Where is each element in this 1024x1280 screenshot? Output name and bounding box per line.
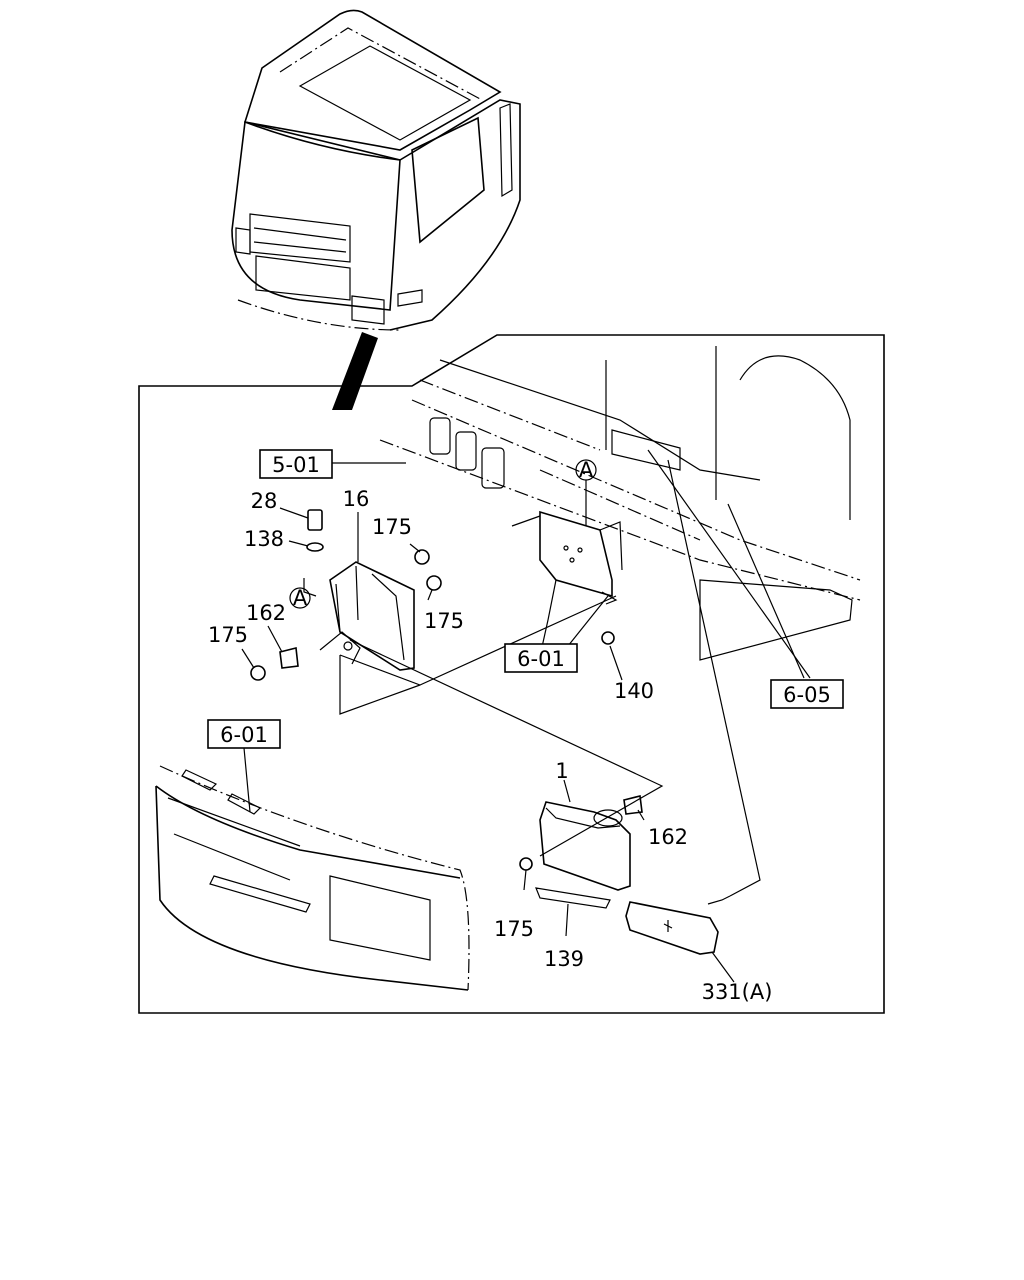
label-16: 16 (343, 487, 370, 511)
leader-lines (241, 449, 811, 983)
fog-lamp (535, 801, 631, 909)
label-28: 28 (251, 489, 278, 513)
label-162-right: 162 (648, 825, 688, 849)
side-marker-lamp (625, 895, 731, 955)
label-175-bottom: 175 (494, 917, 534, 941)
bumper (155, 765, 470, 991)
svg-text:A: A (579, 458, 594, 482)
truck-cab-illustration (231, 9, 521, 410)
svg-text:6-01: 6-01 (517, 647, 565, 671)
label-1: 1 (555, 759, 568, 783)
svg-text:A: A (293, 586, 308, 610)
label-331: 331(A) (702, 980, 773, 1004)
detail-frame (138, 334, 885, 1014)
label-139: 139 (544, 947, 584, 971)
marker-a-mount: A (575, 458, 597, 526)
label-175-left: 175 (208, 623, 248, 647)
bracket-assembly (303, 561, 415, 671)
ref-box-6-05: 6-05 (770, 679, 844, 709)
ref-box-5-01: 5-01 (259, 449, 333, 479)
ref-box-6-01-upper: 6-01 (504, 643, 578, 673)
ref-box-6-01-lower: 6-01 (207, 719, 281, 749)
label-140: 140 (614, 679, 654, 703)
svg-text:6-01: 6-01 (220, 723, 268, 747)
label-175-top: 175 (372, 515, 412, 539)
label-175-right: 175 (424, 609, 464, 633)
marker-a-bracket: A (289, 586, 311, 610)
lamp-mount-bracket (511, 510, 623, 605)
fasteners (250, 509, 643, 871)
label-138: 138 (244, 527, 284, 551)
cab-front-section (379, 346, 861, 661)
label-162-left: 162 (246, 601, 286, 625)
svg-text:5-01: 5-01 (272, 453, 320, 477)
svg-text:6-05: 6-05 (783, 683, 831, 707)
